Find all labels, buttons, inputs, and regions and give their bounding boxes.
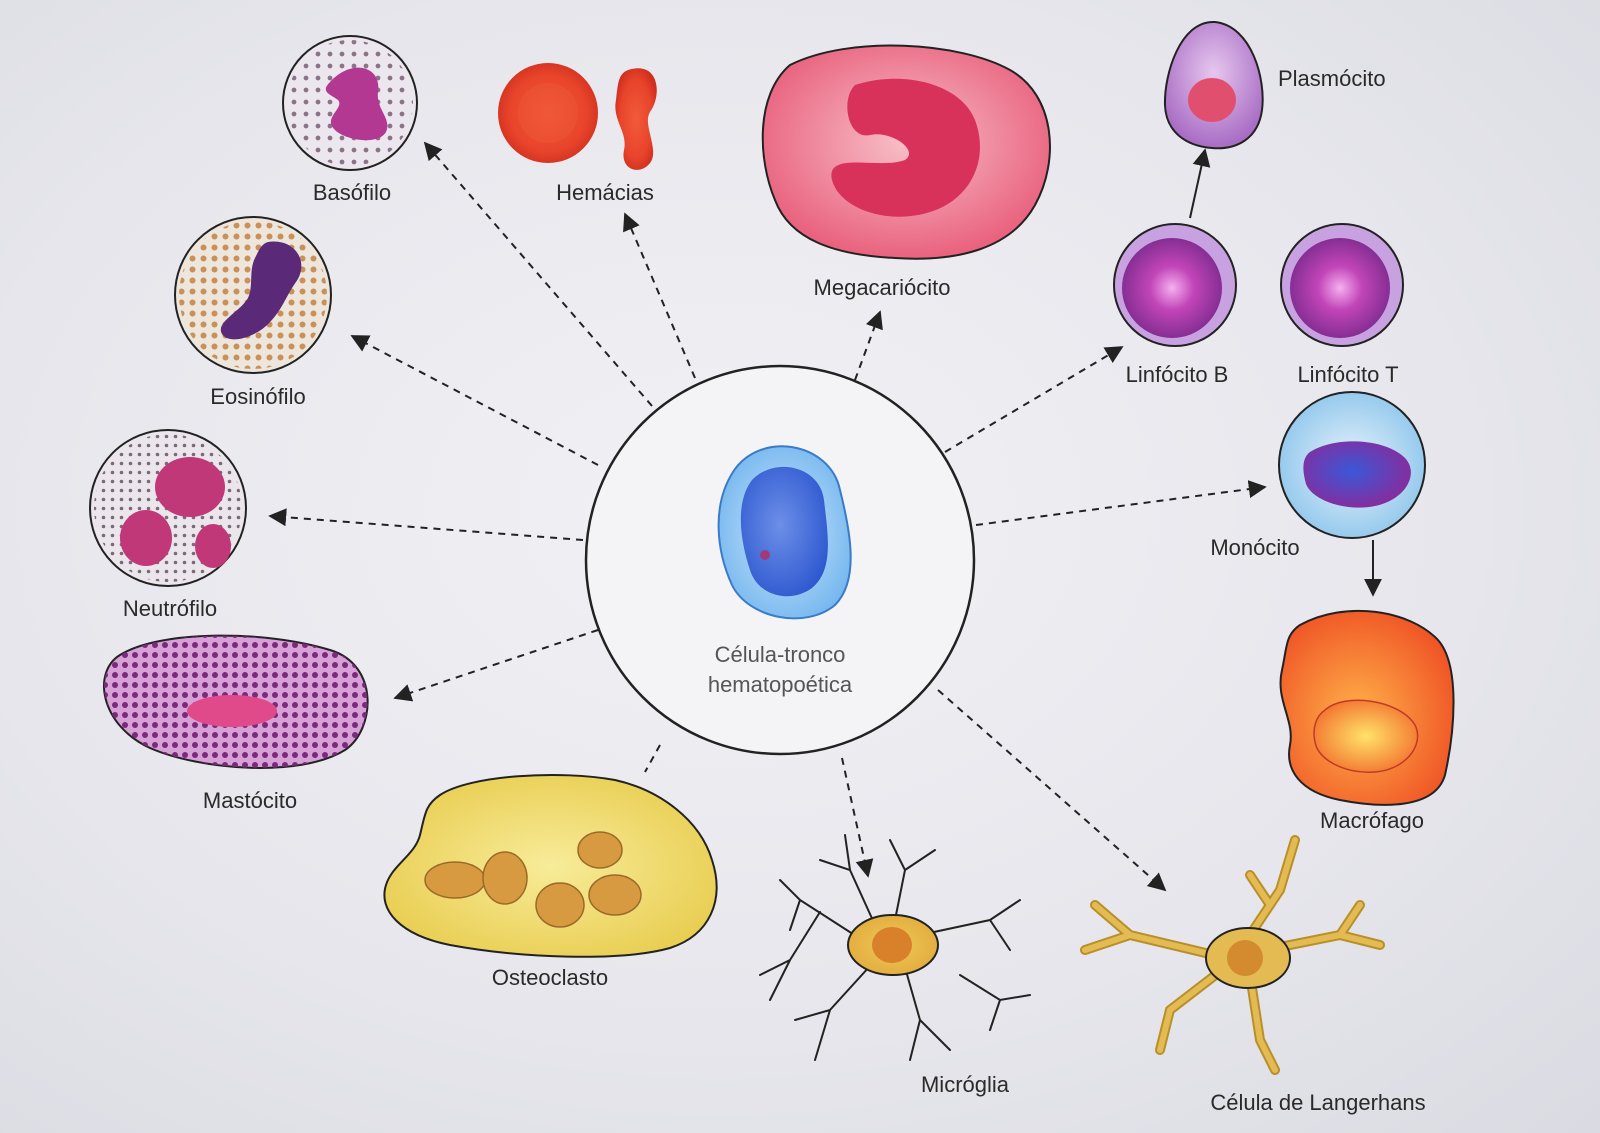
langerhans-label: Célula de Langerhans — [1210, 1090, 1425, 1115]
langerhans-cell: Célula de Langerhans — [1080, 835, 1426, 1115]
megacariocito-label: Megacariócito — [814, 275, 951, 300]
arrow-eosinofilo — [350, 335, 599, 466]
megacariocito-cell: Megacariócito — [761, 44, 1051, 300]
linfocito-t-cell: Linfócito T — [1280, 223, 1404, 387]
stem-cell-label-2: hematopoética — [708, 672, 853, 697]
linfocito-b-cell: Linfócito B — [1113, 223, 1237, 387]
arrow-osteoclasto — [644, 744, 661, 773]
arrow-linfocito-b — [944, 346, 1124, 453]
arrow-microglia — [841, 757, 874, 878]
stem-cell-nucleolus — [760, 550, 770, 560]
microglia-cell: Micróglia — [759, 834, 1031, 1097]
hemacias-cell: Hemácias — [498, 63, 657, 205]
monocito-label: Monócito — [1210, 535, 1299, 560]
monocito-cell: Monócito — [1210, 391, 1426, 560]
neutrofilo-cell: Neutrófilo — [89, 429, 247, 621]
stem-cell: Célula-tronco hematopoética — [584, 364, 976, 756]
osteoclasto-label: Osteoclasto — [492, 965, 608, 990]
arrow-megacariocito — [854, 310, 883, 381]
neutrofilo-label: Neutrófilo — [123, 596, 217, 621]
arrow-monocito — [975, 480, 1267, 526]
microglia-label: Micróglia — [921, 1072, 1010, 1097]
stem-cell-nucleus — [740, 466, 828, 597]
arrow-neutrofilo — [268, 508, 584, 541]
eosinofilo-cell: Eosinófilo — [174, 216, 332, 409]
arrow-mastocito — [393, 629, 599, 702]
macrofago-label: Macrófago — [1320, 808, 1424, 833]
linfocito-b-label: Linfócito B — [1126, 362, 1229, 387]
hemacias-label: Hemácias — [556, 180, 654, 205]
arrow-langerhans — [937, 689, 1167, 892]
basofilo-label: Basófilo — [313, 180, 391, 205]
arrow-plasmocito — [1189, 148, 1211, 219]
mastocito-label: Mastócito — [203, 788, 297, 813]
arrow-hemacias — [623, 212, 696, 379]
plasmocito-label: Plasmócito — [1278, 66, 1386, 91]
arrows — [268, 141, 1382, 892]
osteoclasto-cell: Osteoclasto — [383, 774, 718, 990]
arrow-basofilo — [423, 141, 653, 407]
mastocito-cell: Mastócito — [103, 634, 369, 813]
plasmocito-cell: Plasmócito — [1163, 20, 1386, 150]
stem-cell-label-1: Célula-tronco — [715, 642, 846, 667]
basofilo-cell: Basófilo — [282, 35, 418, 205]
macrofago-cell: Macrófago — [1279, 609, 1455, 833]
eosinofilo-label: Eosinófilo — [210, 384, 305, 409]
linfocito-t-label: Linfócito T — [1297, 362, 1398, 387]
